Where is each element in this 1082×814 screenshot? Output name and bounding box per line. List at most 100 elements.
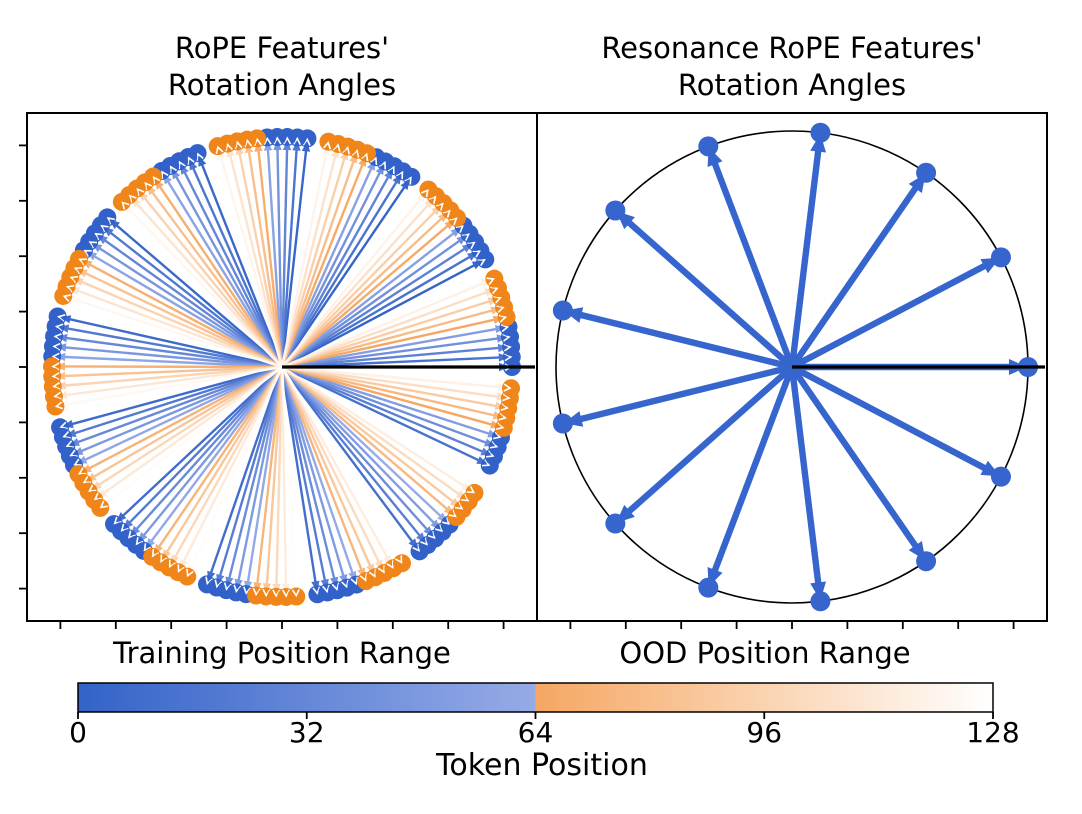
arrowhead-chevron bbox=[224, 142, 233, 152]
arrowhead-chevron bbox=[332, 143, 341, 152]
token-arrow-line bbox=[281, 366, 443, 518]
arrowhead-chevron bbox=[54, 401, 64, 410]
token-arrow-line bbox=[281, 231, 456, 368]
arrowhead-chevron bbox=[186, 568, 194, 578]
resonance-token-dot bbox=[990, 247, 1011, 268]
token-arrow-line bbox=[88, 263, 283, 369]
arrowhead-chevron bbox=[386, 560, 394, 569]
token-arrow-line bbox=[280, 366, 327, 582]
token-arrow-line bbox=[281, 366, 429, 532]
token-arrow-line bbox=[142, 196, 283, 368]
arrowhead-chevron bbox=[169, 165, 178, 174]
token-arrow-line bbox=[238, 151, 284, 368]
rope-token-dots bbox=[43, 128, 521, 606]
token-arrow-line bbox=[166, 179, 284, 368]
token-arrow-line bbox=[281, 365, 485, 454]
token-arrow-line bbox=[280, 366, 364, 572]
arrowhead-chevron bbox=[434, 524, 443, 533]
token-arrow-line bbox=[281, 239, 462, 368]
arrowhead-chevron bbox=[82, 476, 92, 484]
token-arrow-line bbox=[280, 170, 382, 368]
arrowhead-chevron bbox=[351, 149, 360, 158]
token-arrow-line bbox=[281, 366, 436, 525]
token-arrow-line bbox=[281, 210, 437, 368]
arrowhead-chevron bbox=[498, 314, 508, 323]
resonance-token-dot bbox=[810, 122, 831, 143]
resonance-token-dot bbox=[605, 513, 626, 534]
token-arrow-line bbox=[92, 365, 283, 479]
arrowhead-chevron bbox=[421, 189, 429, 198]
token-arrow-line bbox=[280, 366, 355, 575]
left-panel-title-line1: RoPE Features' bbox=[174, 31, 390, 65]
right-panel-title: Resonance RoPE Features' Rotation Angles bbox=[537, 30, 1047, 104]
arrowhead-chevron bbox=[350, 576, 359, 586]
token-arrow-line bbox=[62, 365, 283, 369]
token-arrow-line bbox=[281, 365, 498, 408]
token-arrow-line bbox=[76, 289, 283, 369]
token-arrow-line bbox=[200, 162, 284, 368]
token-arrow-line bbox=[280, 366, 317, 584]
arrowhead-chevron bbox=[493, 431, 502, 440]
token-arrow-line bbox=[281, 255, 472, 369]
token-arrow-line bbox=[280, 156, 346, 368]
arrowhead-chevron bbox=[77, 467, 87, 475]
arrowhead-chevron bbox=[466, 485, 476, 494]
arrowhead-chevron bbox=[461, 233, 470, 241]
arrowhead-chevron bbox=[52, 342, 61, 351]
token-arrow-line bbox=[280, 366, 297, 586]
arrowhead-chevron bbox=[168, 559, 177, 569]
token-arrow-line bbox=[280, 163, 365, 368]
arrowhead-chevron bbox=[341, 579, 349, 589]
token-arrow-line bbox=[108, 231, 283, 368]
arrowhead-chevron bbox=[502, 393, 511, 402]
token-arrow-line bbox=[281, 366, 461, 496]
resonance-arrow-shaft bbox=[789, 365, 920, 550]
token-arrow-line bbox=[280, 366, 336, 580]
arrowhead-chevron bbox=[187, 156, 195, 165]
token-arrow-line bbox=[228, 153, 284, 368]
token-arrow-line bbox=[97, 246, 283, 369]
arrowhead-chevron bbox=[144, 181, 153, 191]
arrowhead-chevron bbox=[493, 295, 502, 304]
arrowhead-chevron bbox=[503, 343, 512, 352]
arrowhead-chevron bbox=[321, 584, 331, 594]
token-arrow-line bbox=[281, 290, 489, 369]
token-arrow-line bbox=[103, 238, 283, 368]
token-arrow-line bbox=[281, 365, 481, 462]
arrowhead-chevron bbox=[215, 145, 224, 155]
token-arrow-line bbox=[247, 150, 284, 368]
token-arrow-line bbox=[280, 152, 328, 368]
token-arrow-line bbox=[280, 366, 288, 586]
token-arrow-line bbox=[174, 175, 284, 368]
arrowhead-chevron bbox=[78, 258, 87, 266]
token-arrow-line bbox=[79, 280, 283, 369]
token-arrow-line bbox=[281, 337, 500, 369]
token-arrow-line bbox=[281, 365, 466, 488]
arrowhead-chevron bbox=[331, 582, 340, 591]
arrowhead-chevron bbox=[312, 586, 321, 595]
colorbar-ood-segment bbox=[535, 683, 993, 712]
arrowhead-chevron bbox=[504, 353, 513, 362]
token-arrow-line bbox=[281, 308, 494, 369]
token-arrow-line bbox=[256, 366, 284, 585]
arrowhead-chevron bbox=[69, 449, 78, 458]
arrowhead-chevron bbox=[404, 176, 412, 185]
token-arrow-line bbox=[281, 197, 423, 368]
token-arrow-line bbox=[63, 346, 283, 369]
token-arrow-line bbox=[63, 365, 283, 387]
arrowhead-chevron bbox=[53, 391, 62, 400]
arrowhead-chevron bbox=[73, 267, 83, 275]
resonance-arrow-shaft bbox=[625, 364, 795, 516]
token-arrow-line bbox=[63, 365, 283, 378]
token-arrow-line bbox=[142, 366, 283, 538]
arrowhead-chevron bbox=[100, 224, 109, 233]
token-arrow-line bbox=[127, 366, 283, 525]
arrowhead-chevron bbox=[151, 549, 160, 558]
arrowhead-chevron bbox=[467, 241, 476, 250]
arrowhead-chevron bbox=[495, 422, 505, 431]
token-arrow-line bbox=[73, 365, 283, 435]
token-arrow-line bbox=[121, 366, 283, 518]
token-arrow-line bbox=[280, 180, 399, 368]
arrowhead-chevron bbox=[135, 537, 144, 546]
resonance-arrow-shaft bbox=[577, 311, 793, 371]
